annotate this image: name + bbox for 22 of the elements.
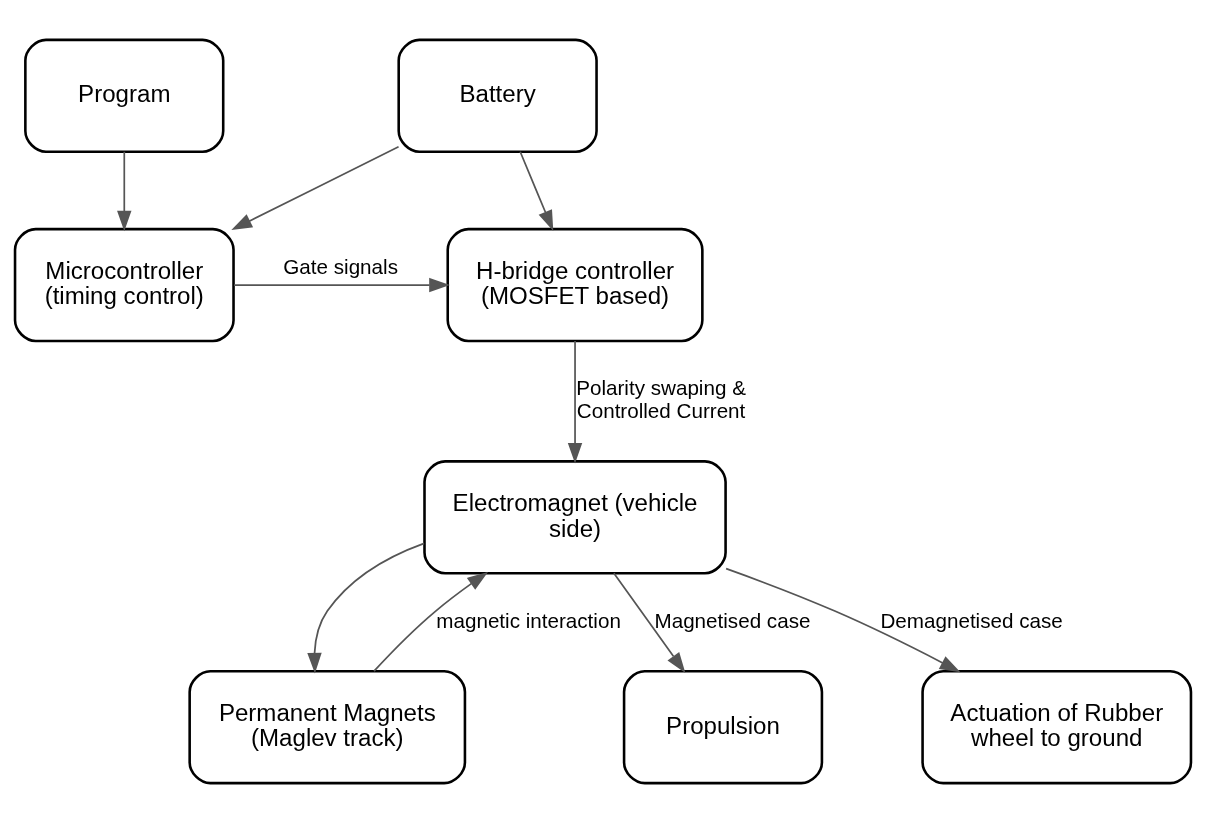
arrow (373, 572, 488, 672)
node-box: H-bridge controller (MOSFET based) (446, 227, 704, 343)
edge-label: Polarity swaping & Controlled Current (576, 376, 746, 422)
arrow (613, 572, 686, 673)
edge-label: Demagnetised case (880, 608, 1063, 632)
arrow (233, 277, 450, 293)
arrow (231, 145, 400, 231)
node-box: Propulsion (622, 670, 824, 785)
arrow (725, 567, 961, 673)
node-box: Permanent Magnets (Maglev track) (188, 670, 467, 785)
arrow (307, 542, 425, 674)
arrow (519, 150, 554, 232)
node-box: Electromagnet (vehicle side) (423, 460, 727, 575)
node-box: Actuation of Rubber wheel to ground (921, 670, 1193, 785)
node-box: Microcontroller (timing control) (13, 227, 235, 343)
node-box: Battery (397, 38, 598, 153)
arrow (117, 150, 132, 232)
edge-label: magnetic interaction (436, 608, 621, 632)
node-box: Program (24, 38, 225, 153)
edge-label: Gate signals (283, 255, 398, 279)
arrow (567, 340, 583, 464)
edge-label: Magnetised case (654, 608, 811, 632)
